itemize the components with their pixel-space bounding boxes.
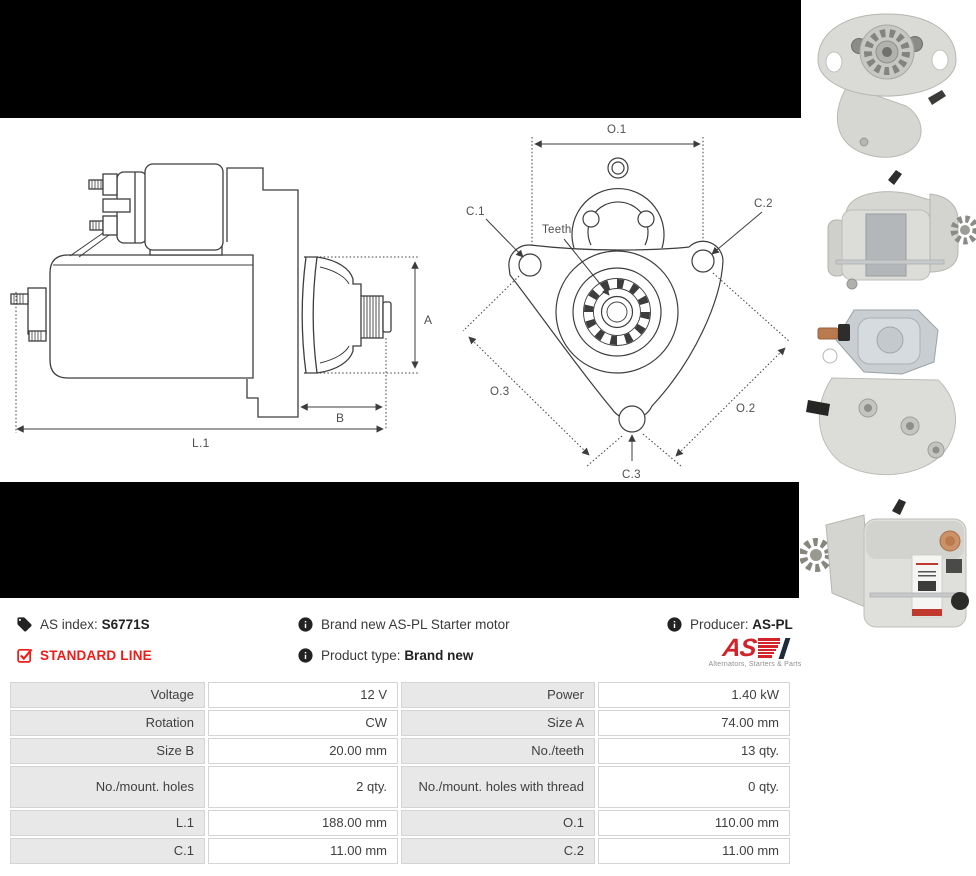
- spec-value-cell: 20.00 mm: [208, 738, 398, 764]
- as-index-text: AS index: S6771S: [40, 617, 150, 632]
- spec-label-cell: No./mount. holes: [10, 766, 205, 808]
- product-desc-text: Brand new AS-PL Starter motor: [321, 617, 510, 632]
- producer-value: AS-PL: [752, 617, 793, 632]
- spec-label-cell: L.1: [10, 810, 205, 836]
- spec-value-cell: 188.00 mm: [208, 810, 398, 836]
- product-type-item: Product type: Brand new: [297, 647, 473, 664]
- logo-stripes: [757, 638, 780, 658]
- spec-label-cell: No./teeth: [401, 738, 595, 764]
- logo-as-text: AS: [721, 634, 758, 662]
- spec-label-cell: C.2: [401, 838, 595, 864]
- dim-label-c1: C.1: [466, 206, 485, 218]
- dim-label-c2: C.2: [754, 198, 773, 210]
- product-photo-front-drive-view: [812, 2, 962, 164]
- dim-label-o1: O.1: [607, 124, 626, 136]
- spec-value-cell: 11.00 mm: [208, 838, 398, 864]
- producer-item: Producer: AS-PL: [666, 616, 793, 633]
- product-photo-solenoid-rear-view: [806, 304, 964, 480]
- dim-label-o3: O.3: [490, 386, 509, 398]
- spec-value-cell: 0 qty.: [598, 766, 790, 808]
- logo-tagline: Alternators, Starters & Parts: [708, 661, 802, 668]
- product-type-value: Brand new: [404, 648, 474, 663]
- dim-label-o2: O.2: [736, 403, 755, 415]
- dim-label-c3: C.3: [622, 469, 641, 481]
- side-view-diagram: A B L.1: [10, 163, 432, 450]
- spec-value-cell: 11.00 mm: [598, 838, 790, 864]
- specs-table: Voltage 12 V Power 1.40 kW Rotation CW S…: [10, 682, 790, 864]
- spec-value-cell: 12 V: [208, 682, 398, 708]
- spec-value-cell: CW: [208, 710, 398, 736]
- product-photo-side-label-view: [799, 497, 976, 640]
- as-pl-logo: AS Alternators, Starters & Parts: [697, 634, 813, 668]
- teeth-label: Teeth: [542, 224, 572, 236]
- spec-value-cell: 1.40 kW: [598, 682, 790, 708]
- spec-value-cell: 2 qty.: [208, 766, 398, 808]
- logo-navy-bar: [778, 637, 791, 659]
- spec-label-cell: Size B: [10, 738, 205, 764]
- redacted-block-top: [0, 0, 801, 118]
- spec-label-cell: No./mount. holes with thread: [401, 766, 595, 808]
- spec-value-cell: 13 qty.: [598, 738, 790, 764]
- spec-label-cell: Rotation: [10, 710, 205, 736]
- info-icon: [298, 648, 313, 663]
- dim-label-a: A: [424, 313, 432, 327]
- spec-label-cell: O.1: [401, 810, 595, 836]
- standard-line-text: STANDARD LINE: [40, 648, 152, 663]
- front-view-diagram: O.1 C.1 C.2 Teeth O.3 O.2 C.3: [462, 124, 791, 481]
- spec-label-cell: Size A: [401, 710, 595, 736]
- product-photo-side-view: [822, 168, 976, 296]
- checkbox-checked-icon: [17, 648, 33, 663]
- product-desc-item: Brand new AS-PL Starter motor: [297, 616, 510, 633]
- as-index-item: AS index: S6771S: [16, 616, 150, 633]
- spec-label-cell: C.1: [10, 838, 205, 864]
- info-icon: [298, 617, 313, 632]
- dim-label-b: B: [336, 411, 344, 425]
- dim-label-l1: L.1: [192, 436, 210, 450]
- product-type-text: Product type: Brand new: [321, 648, 474, 663]
- producer-text: Producer: AS-PL: [690, 617, 793, 632]
- tag-icon: [17, 617, 32, 632]
- spec-label-cell: Voltage: [10, 682, 205, 708]
- info-icon: [667, 617, 682, 632]
- spec-value-cell: 74.00 mm: [598, 710, 790, 736]
- as-index-value: S6771S: [101, 617, 150, 632]
- standard-line-item: STANDARD LINE: [16, 647, 152, 664]
- spec-value-cell: 110.00 mm: [598, 810, 790, 836]
- redacted-block-middle: [0, 482, 799, 598]
- spec-label-cell: Power: [401, 682, 595, 708]
